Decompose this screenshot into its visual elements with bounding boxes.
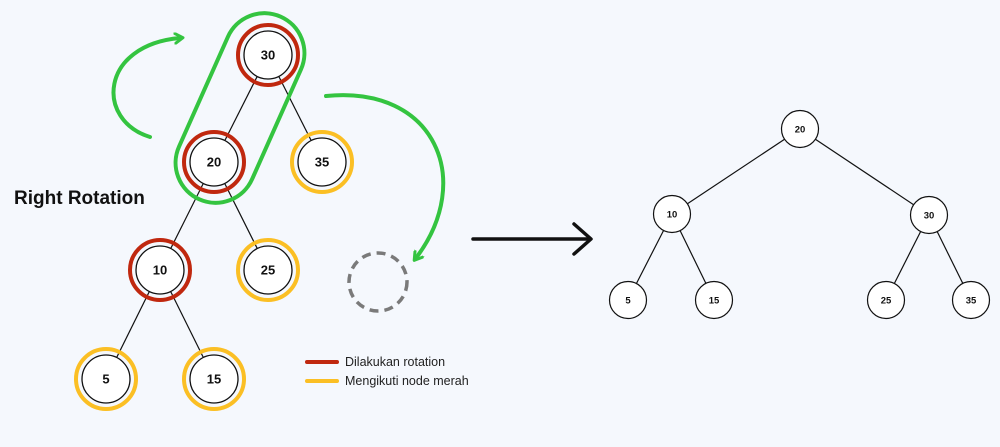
before-node-label-10: 10 (153, 263, 167, 278)
before-node-ring-30 (236, 23, 300, 87)
before-node-10: 10 (128, 238, 192, 302)
empty-slot-circle (347, 251, 409, 313)
before-node-circle-35 (297, 137, 347, 187)
before-node-15: 15 (182, 347, 246, 411)
legend-swatch-rotation (305, 359, 339, 364)
legend-item-rotation: Dilakukan rotation (305, 352, 469, 371)
diagram-title: Right Rotation (14, 188, 145, 209)
before-node-circle-10 (135, 245, 185, 295)
before-node-5: 5 (74, 347, 138, 411)
after-node-label-15: 15 (709, 296, 720, 307)
before-node-ring-10 (128, 238, 192, 302)
before-node-label-30: 30 (261, 48, 275, 63)
before-node-ring-25 (236, 238, 300, 302)
rotate-down-arrow (324, 93, 446, 258)
before-node-ring-5 (74, 347, 138, 411)
after-node-label-30: 30 (924, 211, 935, 222)
before-node-label-25: 25 (261, 263, 275, 278)
legend-label-follower: Mengikuti node merah (345, 373, 469, 388)
before-node-circle-20 (189, 137, 239, 187)
before-node-label-15: 15 (207, 372, 221, 387)
after-tree-nodes: 20 10 30 5 15 25 35 (608, 109, 991, 320)
after-node-circle-30 (909, 195, 949, 235)
after-node-30: 30 (909, 195, 949, 235)
after-edge-20-10 (671, 128, 801, 215)
before-node-ring-20 (182, 130, 246, 194)
transition-arrow (471, 222, 593, 256)
after-node-circle-5 (608, 280, 648, 320)
rotation-highlight-pill (173, 11, 307, 205)
before-node-label-35: 35 (315, 155, 329, 170)
after-node-label-10: 10 (667, 210, 678, 221)
before-node-30: 30 (236, 23, 300, 87)
before-node-ring-15 (182, 347, 246, 411)
after-node-label-20: 20 (795, 125, 806, 136)
legend-label-rotation: Dilakukan rotation (345, 354, 446, 369)
before-node-label-5: 5 (102, 372, 109, 387)
after-node-circle-15 (694, 280, 734, 320)
after-node-20: 20 (780, 109, 820, 149)
before-node-circle-25 (243, 245, 293, 295)
after-node-label-5: 5 (625, 296, 631, 307)
before-node-circle-30 (243, 30, 293, 80)
before-node-circle-5 (81, 354, 131, 404)
before-tree-nodes: 30 20 35 10 25 5 15 (74, 23, 354, 411)
legend-item-follower: Mengikuti node merah (305, 371, 469, 390)
after-node-5: 5 (608, 280, 648, 320)
after-node-label-25: 25 (881, 296, 892, 307)
before-node-20: 20 (182, 130, 246, 194)
legend: Dilakukan rotation Mengikuti node merah (305, 352, 469, 390)
before-tree-edges (105, 54, 323, 380)
after-node-circle-10 (652, 194, 692, 234)
after-node-25: 25 (866, 280, 906, 320)
after-node-circle-35 (951, 280, 991, 320)
before-node-35: 35 (290, 130, 354, 194)
after-node-15: 15 (694, 280, 734, 320)
after-node-circle-25 (866, 280, 906, 320)
rotate-up-arrow (111, 38, 180, 139)
after-node-circle-20 (780, 109, 820, 149)
legend-swatch-follower (305, 378, 339, 383)
after-node-10: 10 (652, 194, 692, 234)
after-edge-20-30 (799, 128, 930, 216)
before-node-25: 25 (236, 238, 300, 302)
before-node-circle-15 (189, 354, 239, 404)
after-node-35: 35 (951, 280, 991, 320)
after-node-label-35: 35 (966, 296, 977, 307)
before-node-label-20: 20 (207, 155, 221, 170)
before-node-ring-35 (290, 130, 354, 194)
